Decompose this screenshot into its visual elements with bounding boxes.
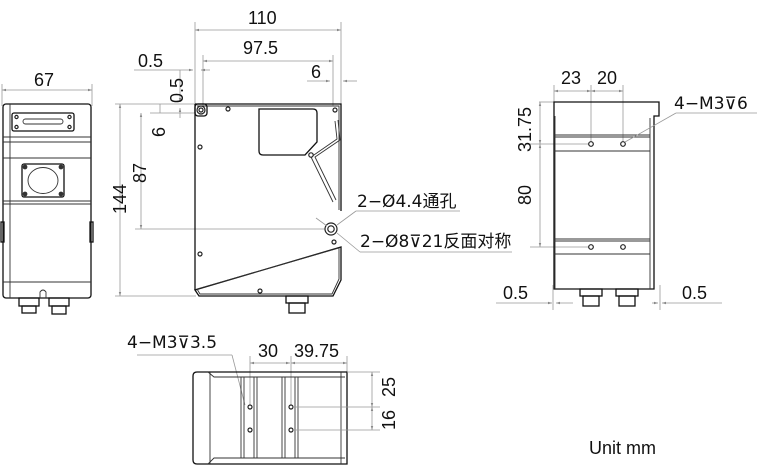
dim-right-offset: 6	[311, 62, 321, 82]
front-view: 110 97.5 0.5 6 0.5 144 87 6	[110, 8, 357, 314]
dim-hole-x1: 23	[561, 68, 581, 88]
connector-right	[48, 297, 70, 315]
unit-label: Unit mm	[589, 438, 656, 458]
callout-right-thread: 4−M3⊽6	[674, 94, 748, 114]
right-side-view: 23 20 31.75 80 0.5 0.5	[496, 68, 757, 310]
bottom-view: 4−M3⊽3.5 30 39.75 25 16	[127, 333, 399, 465]
dim-top-to-hole: 31.75	[515, 107, 535, 152]
dim-hole-x2: 20	[597, 68, 617, 88]
label-plate	[11, 112, 75, 132]
dim-left-offset: 0.5	[138, 51, 163, 71]
dim-hole-spacing-v: 80	[515, 185, 535, 205]
left-side-view: 67	[0, 70, 94, 315]
dim-bottom-hole-spacing: 16	[379, 410, 399, 430]
front-callouts: 2−Ø4.4通孔 2−Ø8⊽21反面对称	[336, 192, 512, 253]
dim-bottom-x2: 39.75	[294, 341, 339, 361]
dim-left-width: 67	[34, 70, 54, 90]
dim-hole-spacing: 87	[130, 163, 150, 183]
dim-right-left-margin: 0.5	[503, 283, 528, 303]
lens-window	[21, 163, 65, 198]
callout-counterbore: 2−Ø8⊽21反面对称	[360, 232, 511, 252]
dim-bottom-top-to-hole: 25	[379, 377, 399, 397]
callout-through-hole: 2−Ø4.4通孔	[357, 192, 456, 212]
dim-hole-from-top: 6	[149, 127, 169, 137]
dim-bottom-x1: 30	[258, 341, 278, 361]
callout-bottom-thread: 4−M3⊽3.5	[127, 333, 217, 353]
dim-top-offset: 0.5	[167, 78, 187, 103]
front-window	[258, 108, 318, 156]
dim-inner-width: 97.5	[243, 38, 278, 58]
dim-overall-height: 144	[110, 184, 130, 214]
bottom-body-outline	[192, 371, 348, 465]
dim-overall-width: 110	[248, 8, 277, 28]
front-body-outline	[193, 103, 342, 297]
dim-right-right-margin: 0.5	[682, 283, 707, 303]
connector-left	[18, 297, 40, 314]
right-body-outline	[553, 101, 660, 290]
